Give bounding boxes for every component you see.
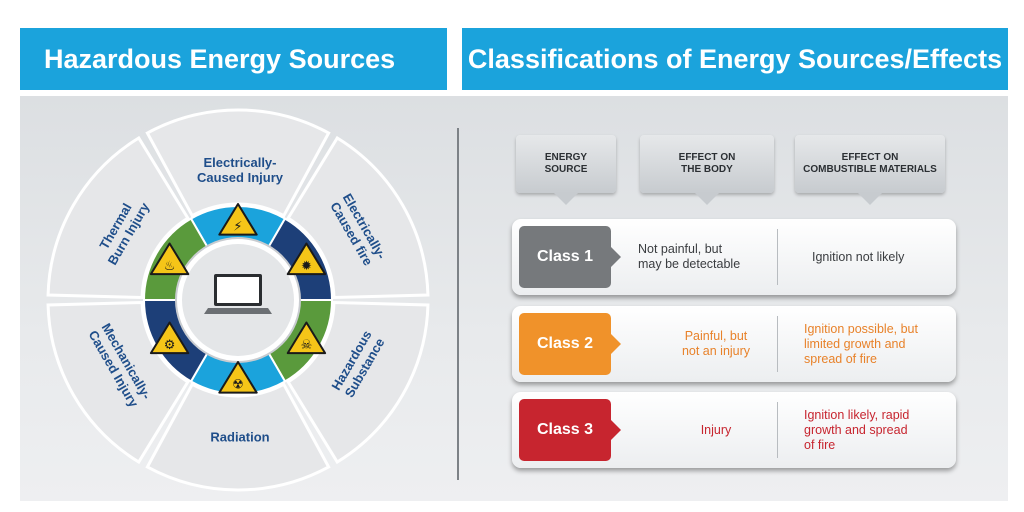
segment-label-electrical-injury: Electrically- Caused Injury xyxy=(197,155,283,185)
svg-text:☠: ☠ xyxy=(301,338,313,353)
class-row-1: Class 1 Not painful, but may be detectab… xyxy=(512,219,956,295)
svg-text:⚙: ⚙ xyxy=(164,338,176,353)
laptop-base xyxy=(204,308,272,314)
svg-text:✹: ✹ xyxy=(301,259,312,274)
column-header-energy-source: ENERGY SOURCE xyxy=(516,135,616,205)
divider xyxy=(457,128,459,480)
cell-separator xyxy=(777,229,778,285)
segment-thermal-burn xyxy=(46,135,190,300)
segment-radiation xyxy=(145,382,331,492)
svg-text:⚡: ⚡ xyxy=(233,219,242,234)
class-badge: Class 1 xyxy=(519,226,621,288)
svg-text:☢: ☢ xyxy=(232,377,244,392)
hazard-wheel: ⚡ ✹ ☠ ☢ ⚙ ♨ xyxy=(46,108,430,492)
column-header-effect-body: EFFECT ON THE BODY xyxy=(640,135,774,205)
segment-electrical-fire xyxy=(286,135,430,300)
class-row-3: Class 3 Injury Ignition likely, rapid gr… xyxy=(512,392,956,468)
svg-text:♨: ♨ xyxy=(164,259,176,274)
cell-separator xyxy=(777,316,778,372)
radiation-hazard-icon: ☢ xyxy=(218,361,258,394)
class-badge: Class 3 xyxy=(519,399,621,461)
segment-electrical-injury xyxy=(145,108,331,218)
segment-label-radiation: Radiation xyxy=(210,429,270,445)
effect-materials-cell: Ignition likely, rapid growth and spread… xyxy=(804,407,910,452)
class-badge: Class 2 xyxy=(519,313,621,375)
effect-materials-cell: Ignition not likely xyxy=(812,249,905,264)
left-title-banner: Hazardous Energy Sources xyxy=(20,28,447,90)
effect-body-cell: Not painful, but may be detectable xyxy=(638,242,741,271)
column-header-effect-materials: EFFECT ON COMBUSTIBLE MATERIALS xyxy=(795,135,945,205)
fire-hazard-icon: ✹ xyxy=(286,242,327,276)
right-title: Classifications of Energy Sources/Effect… xyxy=(467,43,1003,74)
chemical-hazard-icon: ☠ xyxy=(286,321,327,355)
electric-hazard-icon: ⚡ xyxy=(218,203,258,236)
segment-mechanical-injury xyxy=(46,300,190,465)
class-row-2: Class 2 Painful, but not an injury Ignit… xyxy=(512,306,956,382)
right-title-banner: Classifications of Energy Sources/Effect… xyxy=(462,28,1008,90)
effect-body-cell: Injury xyxy=(700,422,732,437)
left-title: Hazardous Energy Sources xyxy=(44,43,396,74)
laptop-screen xyxy=(217,277,259,303)
mechanical-hazard-icon: ⚙ xyxy=(149,321,190,355)
segment-hazardous-substance xyxy=(286,300,430,465)
effect-body-cell: Painful, but not an injury xyxy=(681,329,751,358)
cell-separator xyxy=(777,402,778,458)
effect-materials-cell: Ignition possible, but limited growth an… xyxy=(804,321,918,366)
thermal-hazard-icon: ♨ xyxy=(149,242,190,276)
